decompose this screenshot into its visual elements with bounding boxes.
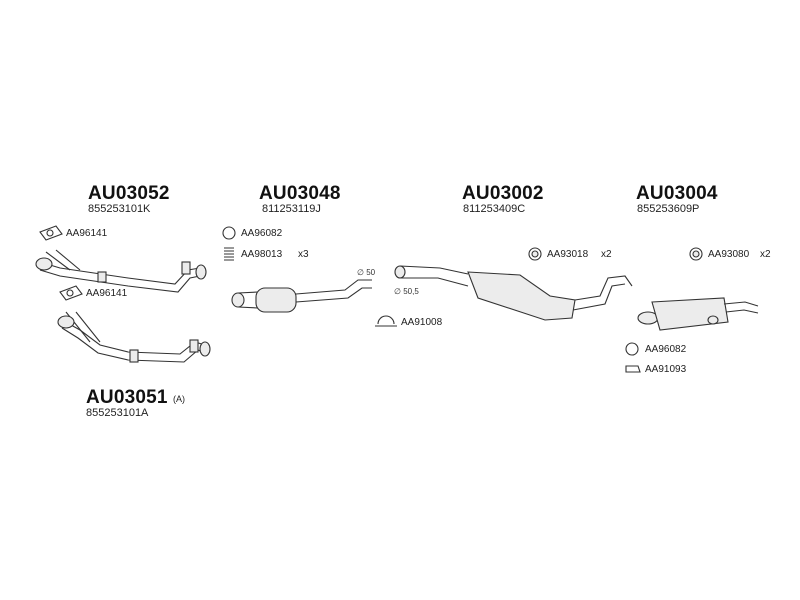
- group-oem-au03051: 855253101A: [86, 407, 149, 419]
- group-oem-au03004: 855253609P: [637, 203, 700, 215]
- rear-muffler: [637, 297, 759, 331]
- group-oem-au03052: 855253101K: [88, 203, 151, 215]
- hanger-icon-mid: [528, 247, 542, 261]
- part-qty-hanger-right: x2: [760, 249, 771, 260]
- group-code-au03048: AU03048: [259, 183, 341, 204]
- part-label-clamp-mid: AA91008: [401, 317, 443, 328]
- hanger-icon-right: [689, 247, 703, 261]
- diameter-label-50-5: ∅ 50,5: [394, 287, 419, 296]
- part-label-gasket-bottom: AA96141: [86, 288, 128, 299]
- group-oem-au03002: 811253409C: [463, 203, 526, 215]
- diameter-label-50: ∅ 50: [357, 268, 376, 277]
- group-note-au03051: (A): [173, 394, 185, 404]
- part-label-clamp-right: AA91093: [645, 364, 687, 375]
- part-label-hanger-mid: AA93018: [547, 249, 589, 260]
- front-pipe-upper: [35, 249, 207, 293]
- group-code-au03002: AU03002: [462, 183, 544, 204]
- front-pipe-lower: [57, 311, 211, 363]
- clamp-icon-right: [625, 365, 641, 373]
- gasket-icon-top: [39, 225, 63, 241]
- clamp-icon-mid: [375, 315, 397, 327]
- spring-icon-center: [224, 247, 234, 261]
- part-label-gasket-top: AA96141: [66, 228, 108, 239]
- group-code-au03052: AU03052: [88, 183, 170, 204]
- part-label-ring-center: AA96082: [241, 228, 283, 239]
- ring-icon-center: [222, 226, 236, 240]
- group-code-au03051: AU03051: [86, 387, 168, 408]
- part-qty-hanger-mid: x2: [601, 249, 612, 260]
- group-oem-au03048: 811253119J: [262, 203, 321, 215]
- gasket-icon-bottom: [59, 285, 83, 301]
- part-label-ring-right: AA96082: [645, 344, 687, 355]
- center-muffler: [231, 279, 372, 313]
- middle-section: [394, 265, 633, 321]
- ring-icon-right: [625, 342, 639, 356]
- part-qty-spring-center: x3: [298, 249, 309, 260]
- group-code-au03004: AU03004: [636, 183, 718, 204]
- part-label-spring-center: AA98013: [241, 249, 283, 260]
- part-label-hanger-right: AA93080: [708, 249, 750, 260]
